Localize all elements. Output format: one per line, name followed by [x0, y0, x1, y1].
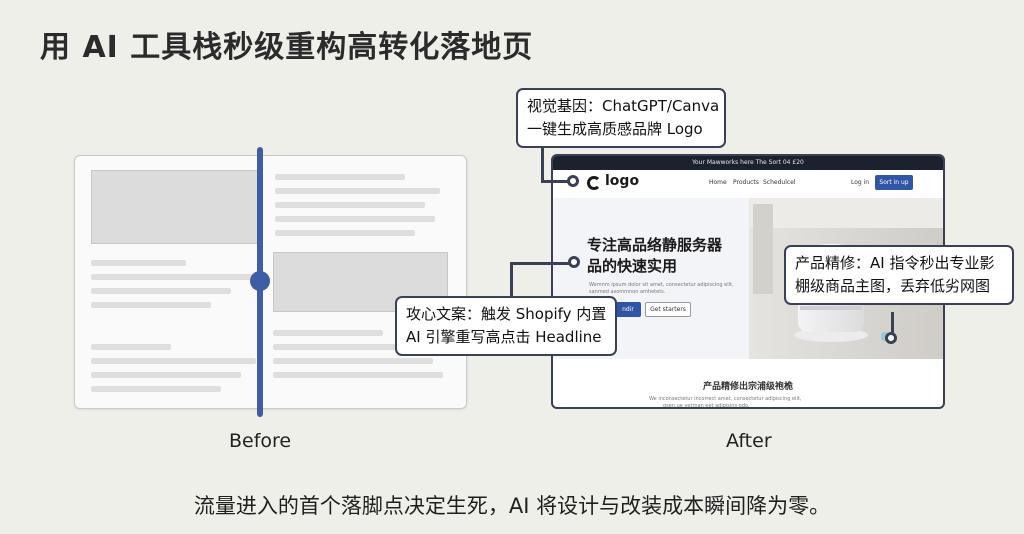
after-label: After [726, 430, 772, 452]
hero-headline-line2: 品的快速实用 [587, 257, 678, 275]
wireframe-line [91, 260, 186, 266]
before-label: Before [229, 430, 292, 452]
wireframe-line [273, 372, 443, 378]
announcement-bar: Your Mawworks here The Sort 04 £20 [553, 156, 943, 170]
before-wireframe [74, 155, 467, 409]
wireframe-line [273, 344, 448, 350]
callout-visual-line2: 一键生成高质感品牌 Logo [527, 120, 703, 138]
hero-primary-button[interactable]: ndir [615, 302, 641, 317]
page-title: 用 AI 工具栈秒级重构高转化落地页 [40, 30, 534, 65]
connector-dot [885, 332, 897, 344]
product-photo-shadow [753, 204, 773, 294]
callout-copy: 攻心文案：触发 Shopify 内置 AI 引擎重写高点击 Headline [395, 296, 617, 356]
wireframe-line [91, 372, 241, 378]
comparison-slider-handle[interactable] [250, 271, 270, 291]
wireframe-image-block [91, 170, 261, 244]
nav-link-schedule[interactable]: Schedulcel [763, 179, 796, 186]
connector-line [541, 142, 544, 182]
hero-headline: 专注高品络静服务器 品的快速实用 [587, 235, 722, 277]
after-landing-page: Your Mawworks here The Sort 04 £20 logo … [551, 154, 945, 409]
hero-headline-line1: 专注高品络静服务器 [587, 236, 723, 254]
hero-body-line: Wemnm ipsum dolor sit amet, consectetur … [589, 282, 734, 288]
callout-visual: 视觉基因：ChatGPT/Canva 一键生成高质感品牌 Logo [516, 88, 726, 148]
wireframe-line [275, 188, 440, 194]
brand-logo-icon [587, 176, 601, 190]
connector-line [510, 262, 513, 298]
wireframe-line [91, 302, 211, 308]
section-body-line: We inconsectetur incorrect amet, consect… [649, 396, 802, 402]
signup-button[interactable]: Sort in up [875, 175, 913, 190]
wireframe-line [275, 230, 415, 236]
callout-product: 产品精修：AI 指令秒出专业影 棚级商品主图，丢弃低劣网图 [784, 245, 1014, 305]
connector-line [891, 312, 894, 334]
wireframe-line [273, 358, 433, 364]
wireframe-line [273, 330, 383, 336]
connector-dot [567, 175, 579, 187]
connector-line [510, 262, 572, 265]
connector-dot [568, 256, 580, 268]
wireframe-image-block [273, 252, 448, 312]
callout-copy-line2: AI 引擎重写高点击 Headline [406, 328, 602, 346]
nav-link-home[interactable]: Home [709, 179, 727, 186]
login-link[interactable]: Log in [851, 179, 870, 186]
hero-secondary-button[interactable]: Get starters [645, 302, 691, 317]
hero-body-line: sanmed asommnon amhetets. [589, 289, 666, 295]
wireframe-line [275, 174, 405, 180]
connector-line [541, 180, 569, 183]
brand-logo-text: logo [605, 173, 640, 189]
wireframe-line [275, 202, 425, 208]
wireframe-line [91, 358, 256, 364]
wireframe-line [91, 386, 221, 392]
speaker-band [800, 306, 862, 310]
section-body-line: gsen ue vetrnan eet adipisins odo. [663, 403, 750, 409]
callout-copy-line1: 攻心文案：触发 Shopify 内置 [406, 305, 607, 323]
product-photo-backdrop [749, 198, 943, 228]
wireframe-line [91, 274, 256, 280]
wireframe-line [91, 344, 171, 350]
bottom-caption: 流量进入的首个落脚点决定生死，AI 将设计与改装成本瞬间降为零。 [193, 494, 831, 518]
callout-product-line2: 棚级商品主图，丢弃低劣网图 [795, 277, 991, 295]
callout-product-line1: 产品精修：AI 指令秒出专业影 [795, 254, 995, 272]
wireframe-line [275, 216, 435, 222]
callout-visual-line1: 视觉基因：ChatGPT/Canva [527, 97, 720, 115]
wireframe-line [91, 288, 231, 294]
nav-link-products[interactable]: Products [733, 179, 759, 186]
section-title: 产品精修出宗浦级袍桅 [702, 382, 793, 392]
